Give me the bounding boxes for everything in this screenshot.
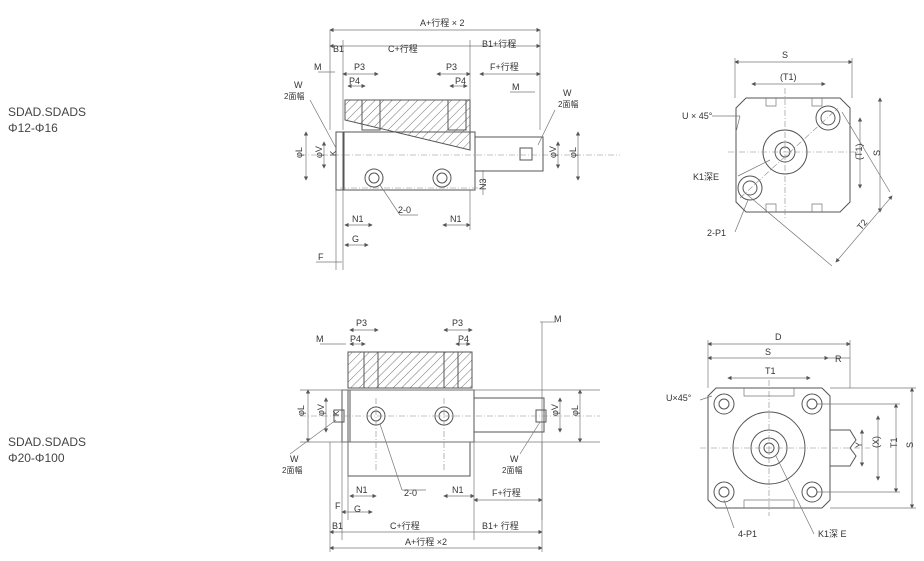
top-side-view [300,27,620,270]
top-end-T1-label: (T1) [780,72,797,82]
top-phiL-label: φL [294,147,304,158]
bot-B1s-label: B1+ 行程 [482,520,519,531]
bot-A-label: A+行程 ×2 [405,536,447,547]
top-end-Sv-label: S [872,150,882,156]
bot-P3a-label: P3 [356,318,367,328]
bot-phiV2-label: φV [550,404,560,416]
top-P4b-label: P4 [455,76,466,86]
bot-end-X-label: (X) [871,436,881,448]
bot-N1a-label: N1 [356,485,368,495]
bot-end-T1v-label: T1 [889,437,899,448]
top-N3-label: N3 [478,178,488,190]
bot-end-S-label: S [765,347,771,357]
bot-W2-sub: 2面幅 [502,465,522,475]
bottom-end-view [699,340,916,535]
row2-model: SDAD.SDADS [8,435,87,449]
top-N1a-label: N1 [352,214,364,224]
bot-M2-label: M [554,314,562,324]
bot-end-Y-label: Y [854,442,864,448]
top-B1s-label: B1+行程 [482,38,516,49]
bot-W2-label: W [510,454,519,464]
row1-range: Φ12-Φ16 [8,121,58,135]
bot-end-U-label: U×45° [666,393,692,403]
top-M-label: M [314,62,322,72]
top-M2-label: M [512,82,520,92]
row2-range: Φ20-Φ100 [8,451,65,465]
bot-F-label: F [335,501,341,511]
top-end-U-label: U × 45° [682,111,713,121]
bot-phiL2-label: φL [570,405,580,416]
top-phiV2-label: φV [548,146,558,158]
top-port-label: 2-0 [398,205,411,215]
bot-end-R-label: R [835,354,842,364]
bot-end-T1-label: T1 [765,366,776,376]
top-end-P1-label: 2-P1 [707,228,726,238]
top-P4a-label: P4 [349,76,360,86]
top-W2-sub: 2面幅 [558,99,578,109]
bottom-side-view [289,321,600,552]
bot-phiL-label: φL [296,405,306,416]
top-N1b-label: N1 [450,214,462,224]
top-end-S-label: S [782,50,788,60]
row1-model: SDAD.SDADS [8,105,87,119]
top-B1-label: B1 [333,44,344,54]
top-A-label: A+行程 × 2 [420,17,465,28]
top-W-label: W [294,80,303,90]
top-P3b-label: P3 [446,62,457,72]
bot-phiV-label: φV [316,404,326,416]
bot-M-label: M [316,334,324,344]
top-P3a-label: P3 [354,62,365,72]
bot-P4a-label: P4 [350,334,361,344]
top-Fb-label: F [318,252,324,262]
top-end-T1v-label: (T1) [854,144,864,161]
top-K-label: K [329,150,338,156]
bot-port-label: 2-0 [404,488,417,498]
top-end-view [712,58,893,267]
top-C-label: C+行程 [388,43,418,54]
bot-Fs-label: F+行程 [492,487,521,498]
bot-C-label: C+行程 [390,520,420,531]
top-phiL2-label: φL [568,147,578,158]
bot-B1-label: B1 [332,521,343,531]
top-phiV-label: φV [314,146,324,158]
top-G-label: G [352,234,359,244]
top-end-K1-label: K1深E [693,172,719,182]
bot-K-label: K [332,410,341,416]
bot-end-D-label: D [775,332,782,342]
bot-end-Sv-label: S [905,442,915,448]
bot-G-label: G [354,504,361,514]
bot-end-K1-label: K1深 E [818,529,847,539]
bot-P3b-label: P3 [452,318,463,328]
bot-end-P1-label: 4-P1 [738,529,757,539]
top-W-sub: 2面幅 [284,91,304,101]
top-W2-label: W [563,88,572,98]
top-end-T2-label: T2 [855,217,869,231]
top-F-label: F+行程 [490,61,519,72]
bot-P4b-label: P4 [458,334,469,344]
bot-N1b-label: N1 [452,485,464,495]
bot-W-sub: 2面幅 [282,465,302,475]
bot-W-label: W [290,454,299,464]
